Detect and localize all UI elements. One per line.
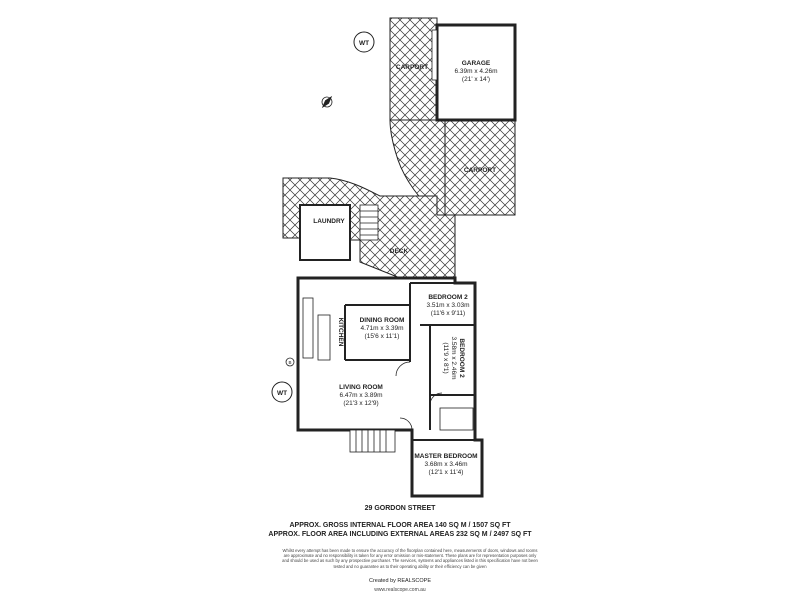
svg-text:LIVING ROOM: LIVING ROOM xyxy=(339,384,383,391)
svg-text:BEDROOM 2: BEDROOM 2 xyxy=(428,294,468,301)
marker-icon: B xyxy=(285,357,295,367)
svg-text:4.71m x 3.39m: 4.71m x 3.39m xyxy=(361,325,404,332)
svg-text:DINING ROOM: DINING ROOM xyxy=(360,317,405,324)
room-label-laundry: LAUNDRY xyxy=(313,218,345,225)
property-address: 29 GORDON STREET xyxy=(364,505,436,512)
water-tank-left-icon: WT xyxy=(271,381,293,403)
water-tank-top-icon: WT xyxy=(353,31,375,53)
room-label-master: MASTER BEDROOM 3.68m x 3.46m (12'1 x 11'… xyxy=(414,453,477,476)
svg-text:(15'6 x 11'1): (15'6 x 11'1) xyxy=(365,333,400,340)
room-label-dining: DINING ROOM 4.71m x 3.39m (15'6 x 11'1) xyxy=(360,317,405,340)
credit-text: Created by REALSCOPE xyxy=(368,578,432,584)
svg-text:3.68m x 3.46m: 3.68m x 3.46m xyxy=(425,461,468,468)
compass-icon xyxy=(321,95,333,109)
website-text: www.realscope.com.au xyxy=(374,587,426,593)
room-label-deck: DECK xyxy=(390,248,409,255)
svg-text:(21'3 x 12'9): (21'3 x 12'9) xyxy=(343,400,378,407)
svg-text:3.58m x 2.46m: 3.58m x 2.46m xyxy=(450,337,457,380)
room-label-bedroom-2b: BEDROOM 2 3.58m x 2.46m (11'9 x 8'1) xyxy=(442,337,465,380)
svg-text:B: B xyxy=(288,360,291,365)
internal-floor-area: APPROX. GROSS INTERNAL FLOOR AREA 140 SQ… xyxy=(289,522,511,529)
svg-text:GARAGE: GARAGE xyxy=(462,60,491,67)
disclaimer-text: Whilst every attempt has been made to en… xyxy=(282,548,538,569)
room-label-kitchen: KITCHEN xyxy=(337,318,344,347)
svg-text:(12'1 x 11'4): (12'1 x 11'4) xyxy=(429,469,464,476)
external-floor-area: APPROX. FLOOR AREA INCLUDING EXTERNAL AR… xyxy=(268,531,532,538)
house-walls xyxy=(296,276,484,498)
svg-text:BEDROOM 2: BEDROOM 2 xyxy=(458,338,465,378)
svg-text:MASTER BEDROOM: MASTER BEDROOM xyxy=(414,453,477,460)
deck-area xyxy=(282,177,456,279)
room-label-carport-mid: CARPORT xyxy=(464,167,496,174)
room-label-bedroom-2a: BEDROOM 2 3.51m x 3.03m (11'6 x 9'11) xyxy=(427,294,470,317)
svg-text:WT: WT xyxy=(359,40,369,47)
room-label-carport-top: CARPORT xyxy=(396,64,428,71)
svg-text:6.39m x 4.26m: 6.39m x 4.26m xyxy=(455,68,498,75)
room-label-garage: GARAGE 6.39m x 4.26m (21' x 14') xyxy=(455,60,498,83)
svg-text:WT: WT xyxy=(277,390,287,397)
room-label-living: LIVING ROOM 6.47m x 3.89m (21'3 x 12'9) xyxy=(339,384,383,407)
garage-carport-area xyxy=(389,17,517,216)
svg-text:(11'6 x 9'11): (11'6 x 9'11) xyxy=(431,310,465,317)
svg-text:6.47m x 3.89m: 6.47m x 3.89m xyxy=(340,392,383,399)
svg-text:(11'9 x 8'1): (11'9 x 8'1) xyxy=(442,342,449,373)
svg-text:3.51m x 3.03m: 3.51m x 3.03m xyxy=(427,302,470,309)
svg-text:(21' x 14'): (21' x 14') xyxy=(462,76,490,83)
